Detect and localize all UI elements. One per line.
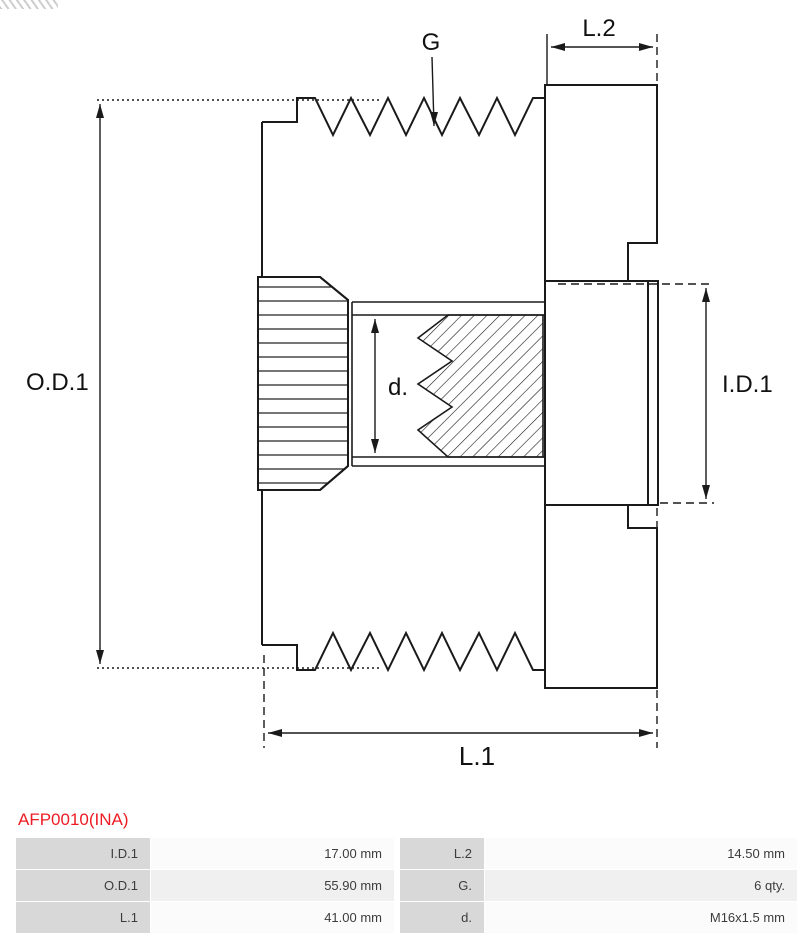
thread-hatch-section (416, 314, 544, 458)
l2-label: L.2 (582, 15, 615, 42)
splined-sleeve (257, 276, 349, 491)
spec-value-cell: 6 qty. (485, 870, 797, 901)
spec-label-cell: I.D.1 (16, 838, 150, 869)
spec-label-cell: O.D.1 (16, 870, 150, 901)
table-row: I.D.1 17.00 mm (16, 838, 394, 869)
spec-label-cell: L.2 (400, 838, 484, 869)
spec-value-cell: M16x1.5 mm (485, 902, 797, 933)
spec-value-cell: 14.50 mm (485, 838, 797, 869)
dim-od1: O.D.1 (26, 99, 382, 669)
table-row: d. M16x1.5 mm (400, 902, 797, 933)
table-row: O.D.1 55.90 mm (16, 870, 394, 901)
spec-value-cell: 41.00 mm (151, 902, 394, 933)
dim-l1: L.1 (263, 508, 658, 771)
spec-value-cell: 17.00 mm (151, 838, 394, 869)
id1-label: I.D.1 (722, 371, 773, 398)
pulley-technical-drawing: O.D.1 L.2 G I.D.1 d. L.1 (26, 15, 773, 771)
dim-id1: I.D.1 (558, 283, 773, 504)
dim-d: d. (371, 319, 408, 453)
table-row: G. 6 qty. (400, 870, 797, 901)
lower-groove-profile (262, 505, 658, 689)
logo-fragment-icon (0, 0, 58, 9)
spec-label-cell: d. (400, 902, 484, 933)
dim-g: G (422, 29, 441, 127)
spec-table: I.D.1 17.00 mm O.D.1 55.90 mm L.1 41.00 … (16, 838, 797, 933)
spec-table-left: I.D.1 17.00 mm O.D.1 55.90 mm L.1 41.00 … (16, 838, 394, 933)
pulley-body-outline (257, 84, 659, 689)
spec-label-cell: L.1 (16, 902, 150, 933)
table-row: L.2 14.50 mm (400, 838, 797, 869)
upper-groove-profile (262, 84, 658, 281)
table-row: L.1 41.00 mm (16, 902, 394, 933)
product-code: AFP0010(INA) (18, 810, 129, 829)
dim-l2: L.2 (546, 15, 658, 84)
l1-label: L.1 (459, 741, 495, 771)
spec-value-cell: 55.90 mm (151, 870, 394, 901)
d-label: d. (388, 374, 408, 401)
spec-table-right: L.2 14.50 mm G. 6 qty. d. M16x1.5 mm (400, 838, 797, 933)
od1-label: O.D.1 (26, 369, 89, 396)
g-label: G (422, 29, 441, 56)
inner-race-section (544, 280, 659, 506)
spec-label-cell: G. (400, 870, 484, 901)
